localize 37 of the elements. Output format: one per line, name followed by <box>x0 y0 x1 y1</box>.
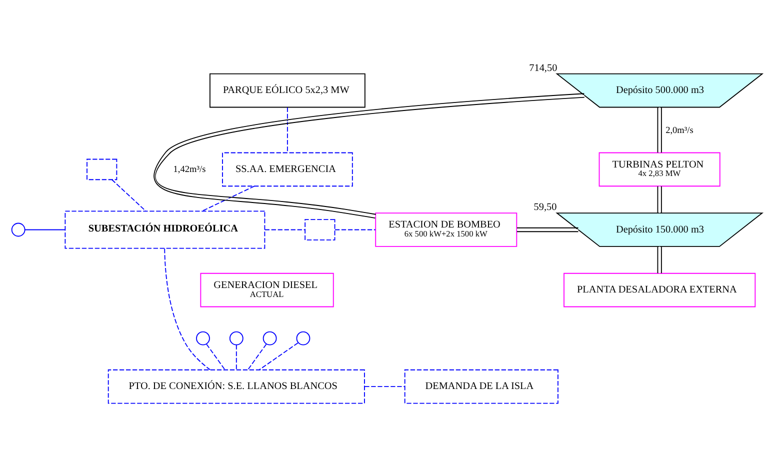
node-circle <box>296 331 310 346</box>
node-label: 59,50 <box>534 202 557 214</box>
connector <box>206 344 226 370</box>
connector <box>112 179 146 212</box>
node-box: GENERACION DIESEL ACTUAL <box>200 272 334 308</box>
connector <box>264 229 306 230</box>
edge-label: 2,0m³/s <box>666 126 694 136</box>
connector <box>334 229 376 230</box>
node-box: PARQUE EÓLICO 5x2,3 MW <box>210 73 366 108</box>
connector <box>154 93 585 218</box>
connector <box>657 106 662 154</box>
connector <box>202 186 255 212</box>
node-box <box>86 158 118 180</box>
connector <box>247 344 267 370</box>
connector <box>657 246 662 274</box>
node-box: PTO. DE CONEXIÓN: S.E. LLANOS BLANCOS <box>108 369 365 404</box>
node-circle <box>229 331 244 346</box>
connector <box>516 227 579 232</box>
connector <box>24 229 66 230</box>
connector <box>364 386 406 388</box>
connector <box>164 248 211 370</box>
connector <box>286 106 288 154</box>
connector <box>258 342 298 370</box>
node-circle <box>262 331 277 346</box>
node-box: PLANTA DESALADORA EXTERNA <box>564 272 756 308</box>
node-circle <box>11 222 26 237</box>
node-box: DEMANDA DE LA ISLA <box>404 369 558 404</box>
node-box: ESTACION DE BOMBEO 6x 500 kW+2x 1500 kW <box>375 212 518 247</box>
node-label: 714,50 <box>529 62 558 74</box>
node-box: TURBINAS PELTON 4x 2,83 MW <box>598 152 720 187</box>
node-box: SUBESTACIÓN HIDROEÓLICA <box>64 210 266 249</box>
connector <box>236 344 237 370</box>
node-box <box>304 219 336 240</box>
edge-label: 1,42m³/s <box>173 165 206 176</box>
node-circle <box>196 331 210 346</box>
node-box: SS.AA. EMERGENCIA <box>222 152 353 187</box>
connector <box>657 186 662 214</box>
